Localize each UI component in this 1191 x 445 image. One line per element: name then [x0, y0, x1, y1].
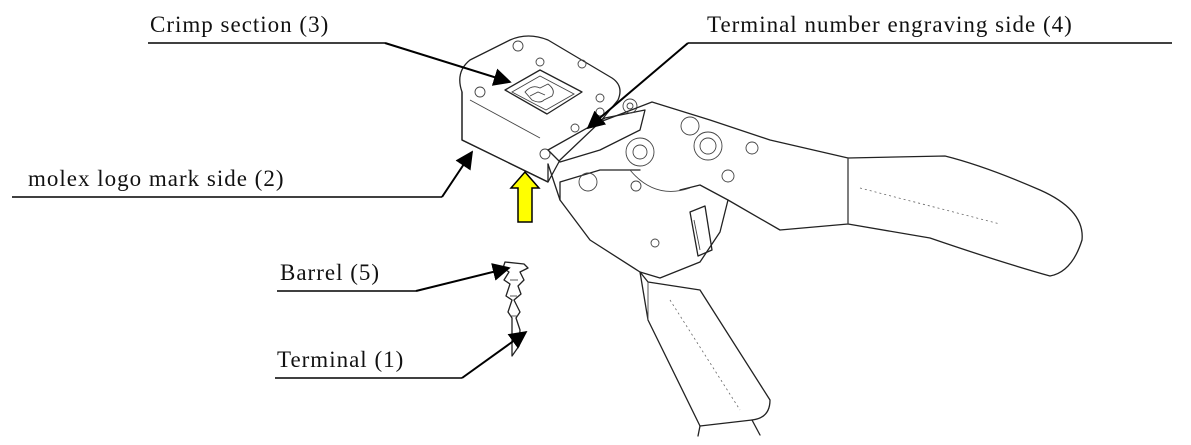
molex-logo-label: molex logo mark side (2) — [28, 166, 285, 191]
terminal-part — [502, 261, 529, 357]
molex-logo-leader — [441, 150, 473, 198]
callout-labels: Crimp section (3) Terminal number engrav… — [28, 12, 1073, 372]
crimp-tool-illustration — [459, 35, 1083, 437]
terminal-leader — [461, 330, 528, 379]
barrel-leader — [415, 263, 511, 292]
leader-lines — [12, 42, 1172, 379]
engraving-leader — [586, 42, 689, 130]
terminal-label: Terminal (1) — [277, 347, 404, 372]
tool-head — [459, 35, 621, 183]
lower-handle — [547, 163, 771, 437]
crimp-section-leader — [384, 42, 512, 86]
crimp-die — [504, 69, 583, 115]
upper-handle — [599, 101, 1083, 277]
engraving-plate — [547, 98, 646, 163]
up-arrow-icon — [509, 170, 541, 223]
engraving-side-label: Terminal number engraving side (4) — [707, 12, 1073, 37]
crimp-section-label: Crimp section (3) — [150, 12, 329, 37]
barrel-label: Barrel (5) — [280, 260, 380, 285]
